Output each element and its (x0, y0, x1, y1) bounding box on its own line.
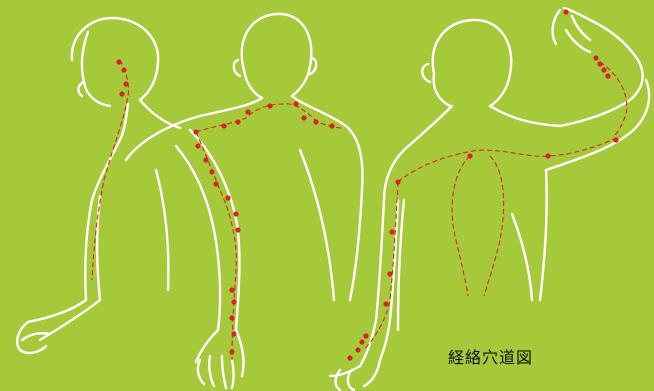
figure-center (126, 14, 362, 388)
figure-right (330, 8, 649, 390)
figure-left (17, 18, 180, 353)
diagram-caption: 経絡穴道図 (448, 344, 533, 368)
